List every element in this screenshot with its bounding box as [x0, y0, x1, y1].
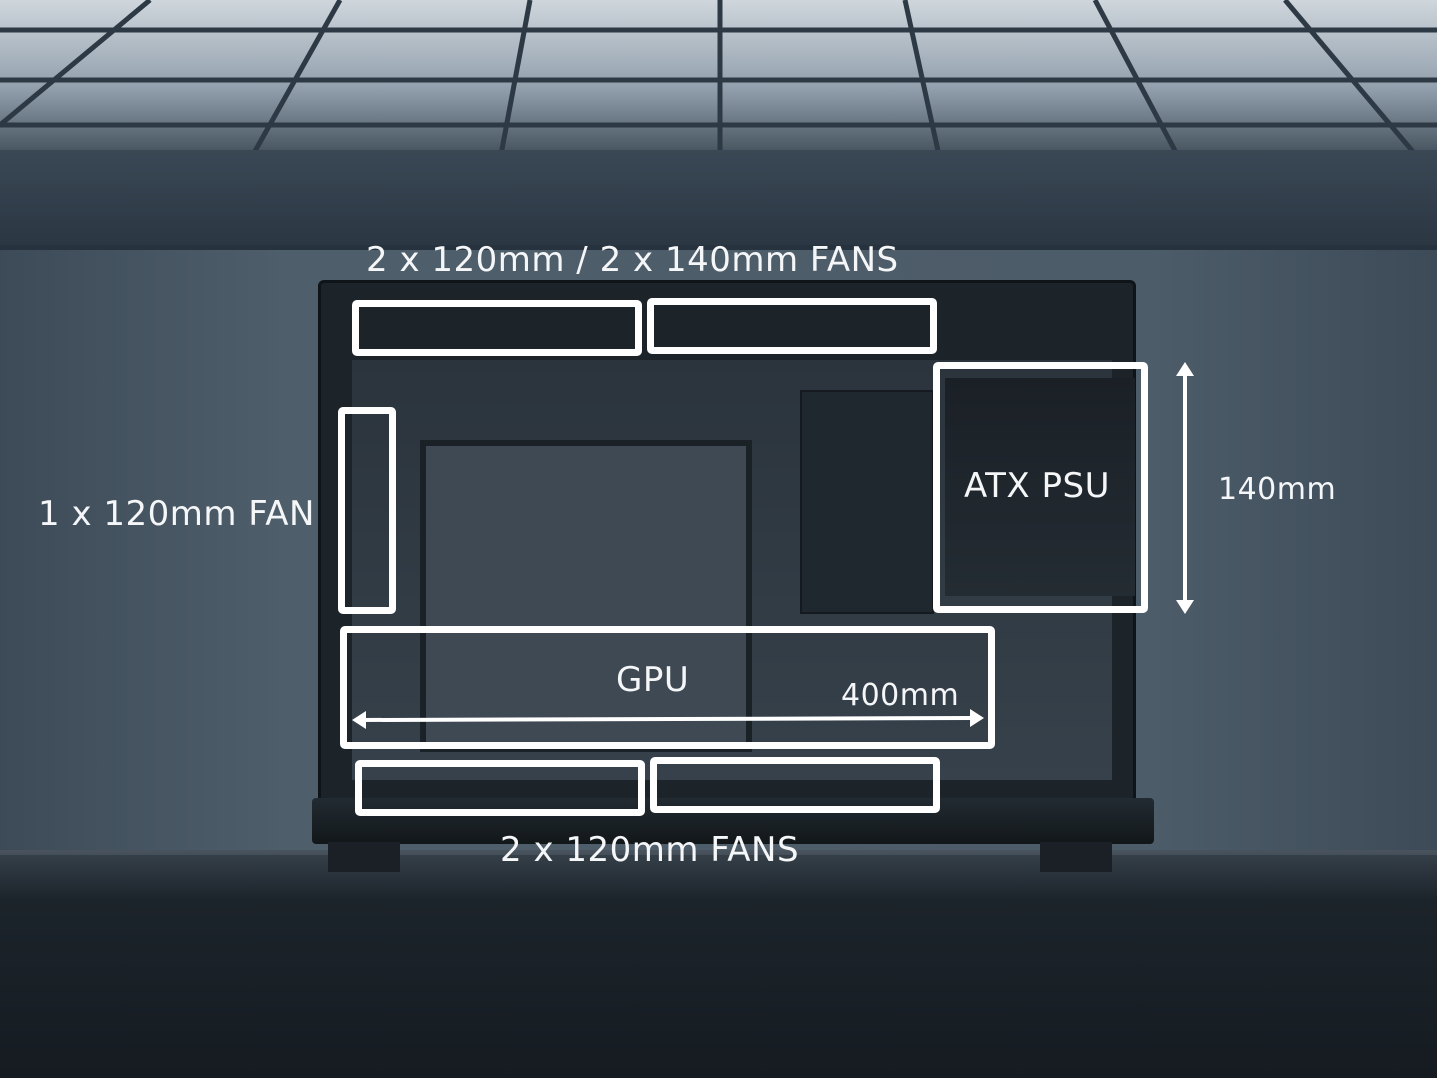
- pedestal: [0, 855, 1437, 1078]
- gpu-slot: [340, 626, 995, 749]
- psu-unit: [945, 378, 1135, 596]
- psu-height-arrow: [1176, 362, 1194, 614]
- wall-frame: [0, 245, 1437, 253]
- front-fan-slot: [338, 407, 396, 614]
- top-fan-slot-1: [352, 300, 642, 356]
- gpu-label: GPU: [616, 660, 690, 700]
- top-fans-label: 2 x 120mm / 2 x 140mm FANS: [366, 240, 899, 280]
- bottom-fan-slot-1: [355, 760, 645, 816]
- gpu-length-arrow: [352, 709, 984, 729]
- front-fan-label: 1 x 120mm FAN: [38, 494, 315, 534]
- ceiling-lights: [0, 0, 1437, 160]
- psu-slot: [933, 362, 1148, 613]
- case-foot-left: [328, 842, 400, 872]
- psu-label: ATX PSU: [964, 466, 1110, 506]
- bottom-fans-label: 2 x 120mm FANS: [500, 830, 800, 870]
- case-foot-right: [1040, 842, 1112, 872]
- bottom-fan-slot-2: [650, 757, 940, 813]
- drive-bracket: [800, 390, 934, 614]
- top-fan-slot-2: [647, 298, 937, 354]
- motherboard-tray: [420, 440, 752, 752]
- case-base: [312, 798, 1154, 844]
- psu-size-label: 140mm: [1218, 472, 1337, 507]
- ceiling-grid: [0, 0, 1437, 160]
- ceiling-band: [0, 150, 1437, 250]
- gpu-length-label: 400mm: [841, 678, 960, 713]
